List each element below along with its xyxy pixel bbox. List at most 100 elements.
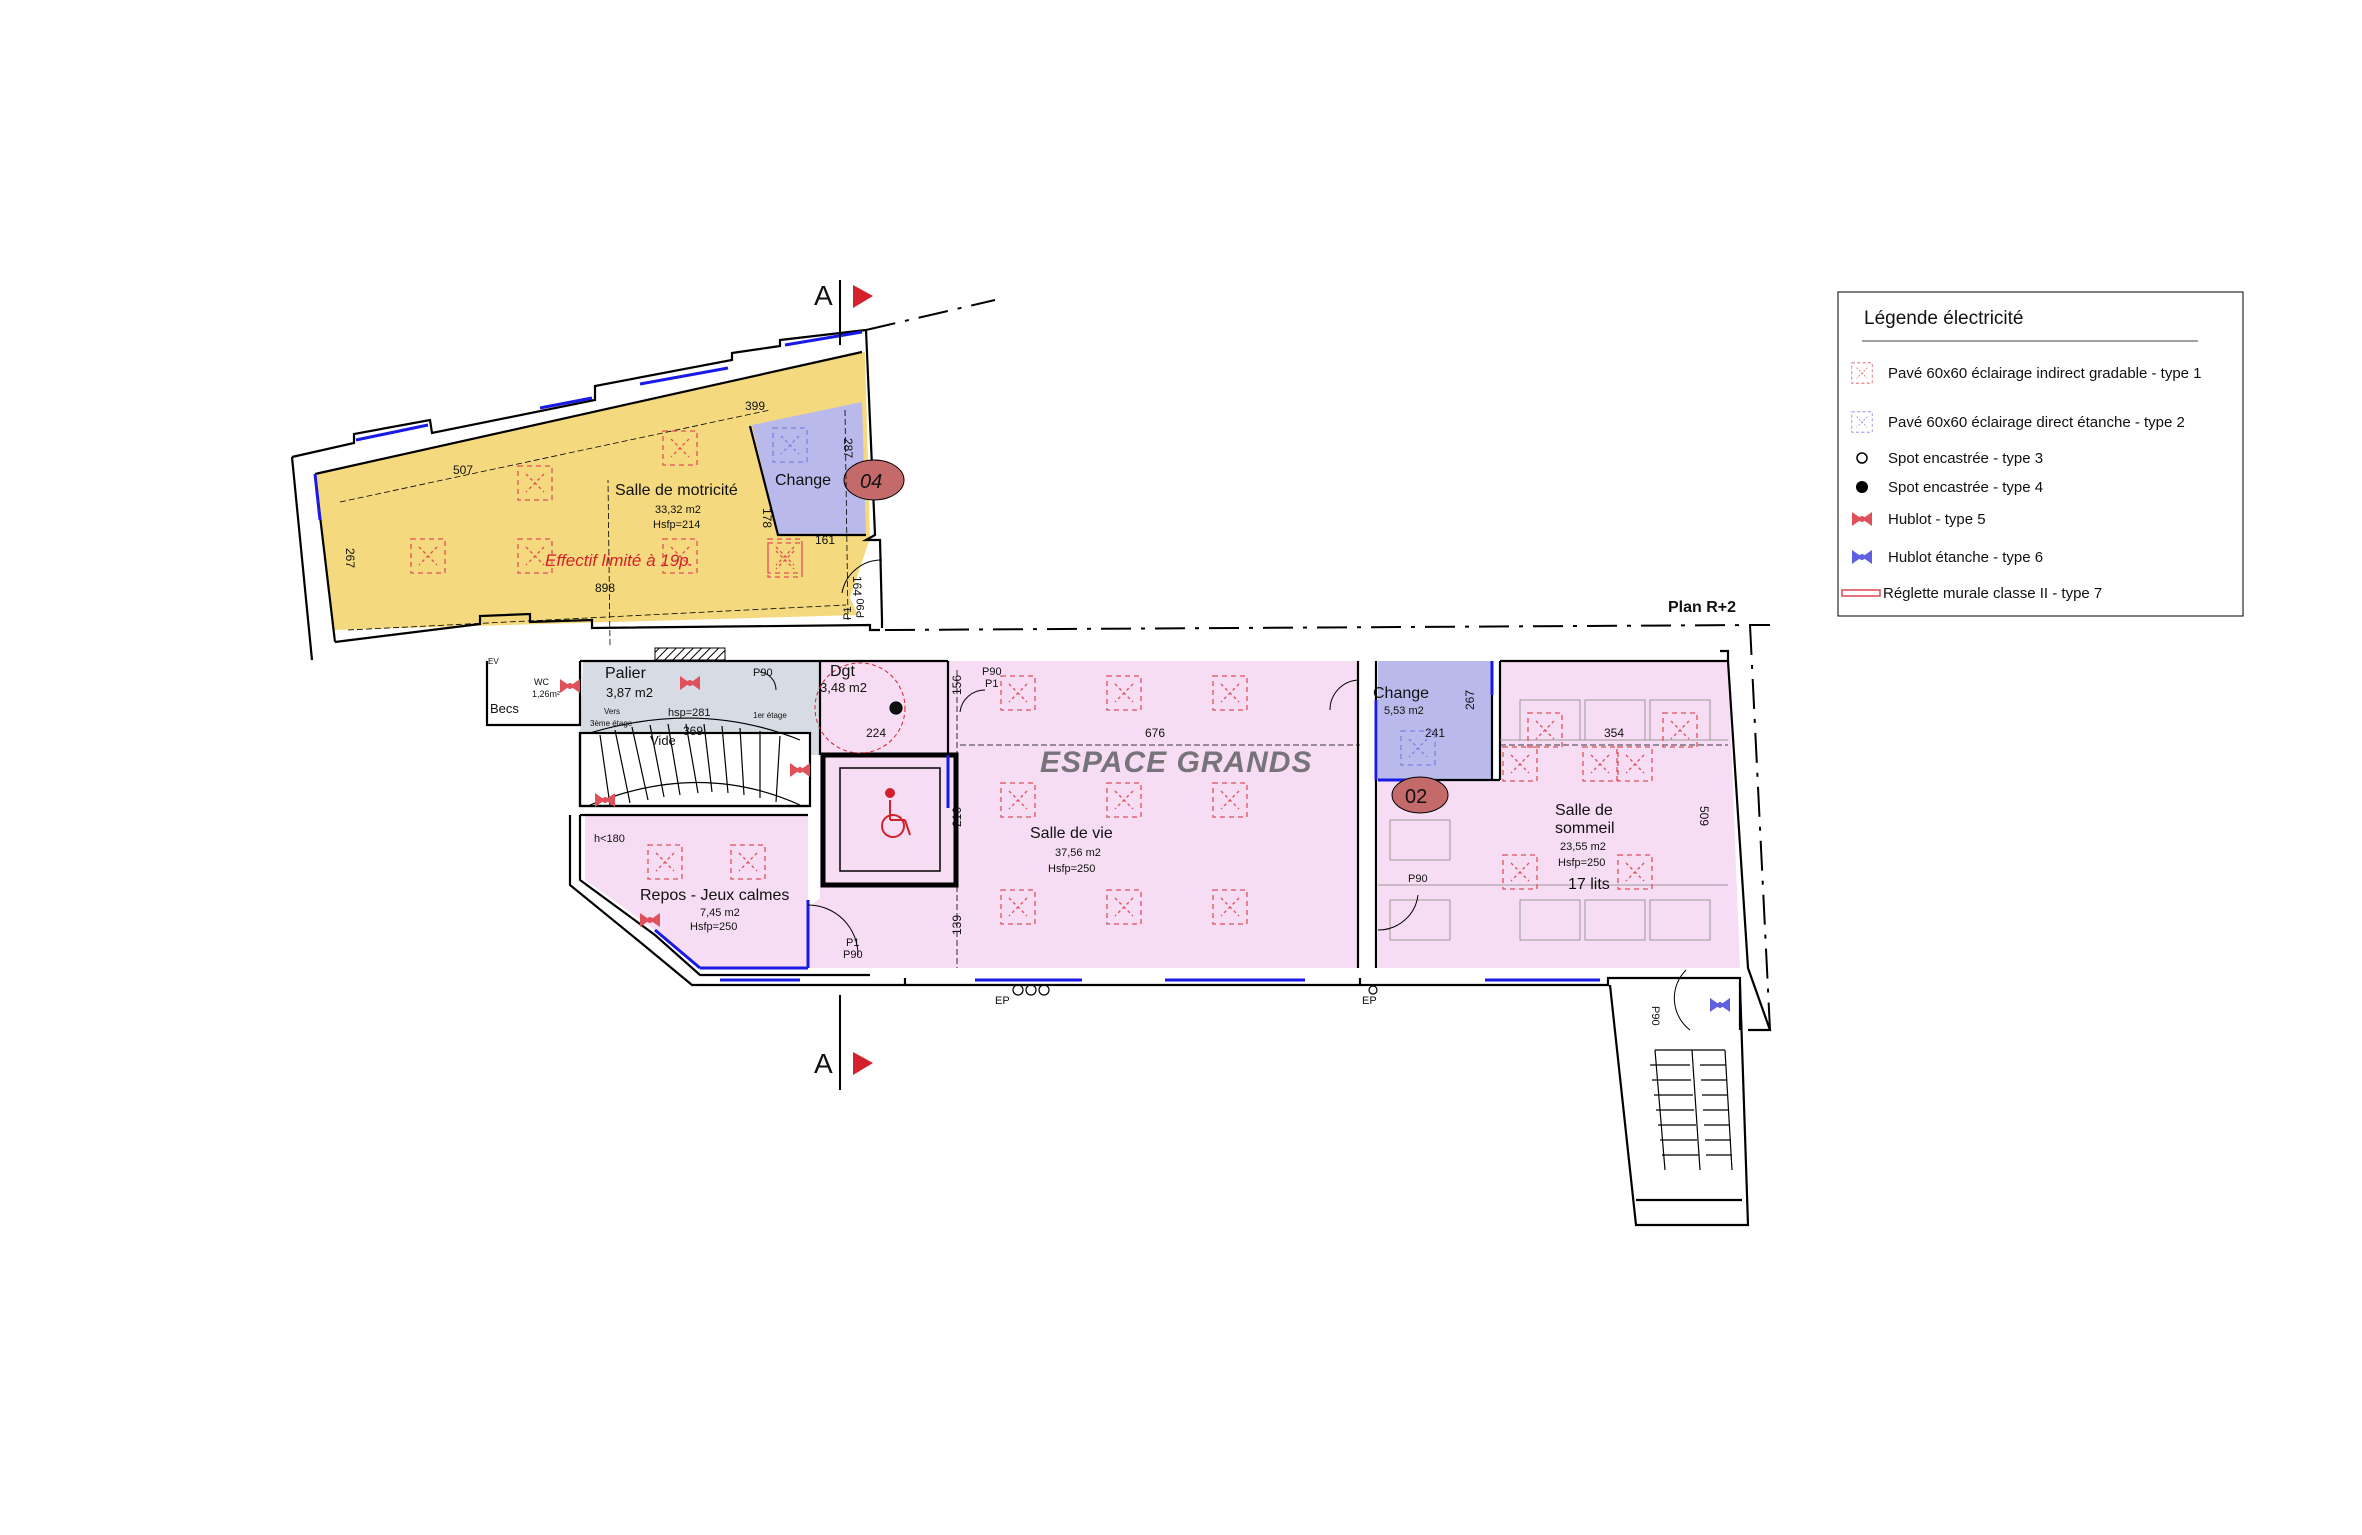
section-marker-bottom: A: [814, 995, 873, 1090]
hatched-beam: [654, 647, 726, 661]
ep-label: EP: [995, 995, 1010, 1007]
palier-name: Palier: [605, 665, 647, 682]
legend-item: Spot encastrée - type 3: [1856, 450, 2043, 467]
dgt-name: Dgt: [830, 663, 855, 680]
section-label-bottom: A: [814, 1048, 833, 1079]
svg-text:Pavé 60x60 éclairage indirect: Pavé 60x60 éclairage indirect gradable -…: [1888, 365, 2202, 382]
room-repos: [585, 815, 808, 968]
zone-title: ESPACE GRANDS: [1040, 746, 1312, 779]
legend: Légende électricité Pavé 60x60 éclairage…: [1837, 291, 2244, 617]
svg-text:224: 224: [866, 726, 886, 740]
svg-text:04: 04: [860, 471, 882, 493]
hublot-etanche-mark: [1710, 998, 1730, 1012]
becs-label: Becs: [490, 701, 519, 716]
door-label-vertical: P90: [855, 598, 867, 618]
door-label: P90: [982, 666, 1002, 678]
wc-area: 1,26m²: [532, 689, 560, 699]
staircase-left: [589, 717, 801, 806]
vie-area: 37,56 m2: [1055, 847, 1101, 859]
svg-text:509: 509: [1697, 806, 1711, 826]
svg-text:399: 399: [745, 399, 765, 413]
svg-text:156: 156: [950, 675, 964, 695]
misc-circles: [889, 701, 1378, 996]
change04-name: Change: [775, 472, 831, 489]
svg-text:Pavé 60x60 éclairage direct ét: Pavé 60x60 éclairage direct étanche - ty…: [1888, 414, 2185, 431]
sommeil-area: 23,55 m2: [1560, 841, 1606, 853]
repos-note: h<180: [594, 833, 625, 845]
svg-text:267: 267: [1463, 690, 1477, 710]
legend-frame: [1837, 291, 2244, 617]
boundary-lines: [865, 299, 1771, 1031]
hublot-mark: [790, 763, 810, 777]
palier-area: 3,87 m2: [606, 685, 653, 700]
section-marker-top: A: [814, 280, 873, 345]
room-change-02: [1378, 661, 1492, 780]
svg-text:164: 164: [850, 576, 864, 596]
door-label: P1: [846, 937, 859, 949]
spot-open-icon: [1856, 452, 1868, 464]
etage1-label: 1er étage: [753, 711, 787, 720]
spot-filled-icon: [1856, 481, 1868, 493]
wc-name: WC: [534, 677, 549, 687]
door-label: P1: [985, 678, 998, 690]
repos-height: Hsfp=250: [690, 921, 737, 933]
dimension-lines: [339, 409, 1728, 968]
door-label: P90: [843, 949, 863, 961]
motricite-name: Salle de motricité: [615, 482, 738, 499]
svg-text:Réglette murale classe II - ty: Réglette murale classe II - type 7: [1883, 585, 2102, 602]
legend-item: Hublot étanche - type 6: [1852, 549, 2043, 566]
wheelchair-icon: [881, 788, 911, 838]
ep-label: EP: [1362, 995, 1377, 1007]
room-badge-04: 04: [843, 459, 905, 501]
legend-item: Spot encastrée - type 4: [1856, 479, 2043, 496]
svg-text:Spot encastrée - type 4: Spot encastrée - type 4: [1888, 479, 2043, 496]
room-salle-de-vie: [805, 661, 1358, 968]
plan-title: Plan R+2: [1668, 599, 1736, 616]
door-label-vertical: P1: [842, 607, 854, 620]
legend-item: Pavé 60x60 éclairage direct étanche - ty…: [1851, 411, 2185, 433]
labels: ESPACE GRANDS Plan R+2 Salle de motricit…: [343, 399, 1736, 1026]
vers-label: Vers: [604, 707, 620, 716]
svg-text:898: 898: [595, 581, 615, 595]
change02-area: 5,53 m2: [1384, 705, 1424, 717]
sommeil-name1: Salle de: [1555, 802, 1613, 819]
hublot-mark: [560, 679, 580, 693]
motricite-height: Hsfp=214: [653, 519, 700, 531]
svg-text:161: 161: [815, 533, 835, 547]
legend-title: Légende électricité: [1864, 308, 2024, 329]
room-motricite: [315, 352, 870, 630]
svg-text:Hublot - type 5: Hublot - type 5: [1888, 511, 1986, 528]
svg-text:139: 139: [950, 915, 964, 935]
svg-text:178: 178: [760, 508, 774, 528]
walls: [290, 328, 1772, 1227]
dgt-area: 3,48 m2: [820, 680, 867, 695]
svg-text:507: 507: [453, 463, 473, 477]
door-label: P90: [753, 667, 773, 679]
sommeil-beds: 17 lits: [1568, 876, 1610, 893]
room-change-04: [752, 402, 866, 535]
beds: [1378, 699, 1728, 941]
change02-name: Change: [1373, 685, 1429, 702]
vie-height: Hsfp=250: [1048, 863, 1095, 875]
svg-text:216: 216: [950, 807, 964, 827]
svg-text:02: 02: [1405, 786, 1427, 808]
vers-sub: 3ème étage: [590, 719, 633, 728]
palier-height: hsp=281: [668, 707, 711, 719]
motricite-warning: Effectif limité à 19p.: [545, 551, 693, 570]
legend-item: Hublot - type 5: [1852, 511, 1986, 528]
legend-item: Réglette murale classe II - type 7: [1841, 585, 2102, 602]
motricite-area: 33,32 m2: [655, 504, 701, 516]
svg-text:354: 354: [1604, 726, 1624, 740]
staircase-right: [1650, 1049, 1733, 1171]
repos-name: Repos - Jeux calmes: [640, 887, 789, 904]
ev-label: EV: [488, 657, 499, 666]
door-label-vertical: P90: [1649, 1006, 1661, 1026]
legend-item: Pavé 60x60 éclairage indirect gradable -…: [1851, 362, 2202, 384]
vide-label: Vide: [650, 733, 676, 748]
svg-text:287: 287: [841, 438, 855, 458]
sommeil-name2: sommeil: [1555, 820, 1615, 837]
svg-text:Hublot étanche - type 6: Hublot étanche - type 6: [1888, 549, 2043, 566]
svg-text:676: 676: [1145, 726, 1165, 740]
room-badge-02: 02: [1391, 776, 1449, 814]
